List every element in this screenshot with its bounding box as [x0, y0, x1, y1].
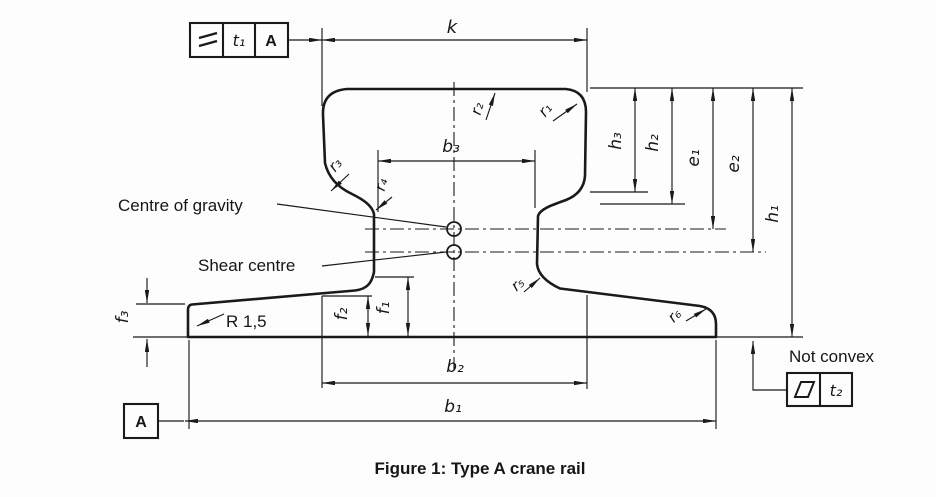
dim-label-f2: f₂: [332, 307, 352, 320]
leader-lines: [158, 37, 787, 422]
parallelism-datum-ref: A: [265, 33, 277, 50]
dim-label-e1: e₁: [684, 149, 704, 166]
dimension-lines: [144, 37, 795, 424]
parallelism-tolerance-value: t₁: [233, 31, 246, 50]
datum-label: A: [135, 414, 147, 431]
corner-radius-label: R 1,5: [226, 312, 267, 331]
dim-label-r4: r₄: [371, 176, 392, 192]
rail-profile-outline: [186, 87, 718, 339]
dim-label-k: k: [447, 17, 459, 38]
not-convex-label: Not convex: [789, 347, 875, 366]
figure-caption: Figure 1: Type A crane rail: [375, 459, 586, 478]
datum-feature-box: A: [122, 402, 160, 440]
shear-centre-marker: [446, 244, 462, 260]
dim-label-b2: b₂: [446, 357, 464, 377]
flatness-icon: [793, 381, 816, 398]
parallelism-icon: [198, 31, 218, 48]
extension-lines: [133, 28, 803, 429]
flatness-tolerance-frame: t₂: [785, 371, 854, 408]
dim-label-r6: r₆: [664, 305, 685, 326]
dimension-labels: k b₃ b₂ b₁ h₃ h₂ e₁ e₂ h₁ f₃ f₂ f₁ r₂ r₁…: [113, 17, 783, 417]
centre-of-gravity-label: Centre of gravity: [118, 196, 243, 215]
dim-label-f1: f₁: [374, 302, 394, 315]
centre-of-gravity-marker: [446, 221, 462, 237]
shear-centre-label: Shear centre: [198, 256, 295, 275]
dim-label-b1: b₁: [444, 397, 462, 417]
dim-label-e2: e₂: [724, 155, 744, 172]
dim-label-h2: h₂: [643, 134, 663, 152]
dim-label-h1: h₁: [763, 205, 783, 223]
flatness-tolerance-value: t₂: [830, 381, 843, 400]
dim-label-f3: f₃: [113, 310, 133, 323]
dim-label-r2: r₂: [467, 100, 488, 116]
parallelism-tolerance-frame: t₁ A: [188, 21, 290, 59]
dim-label-h3: h₃: [606, 132, 626, 150]
dim-label-b3: b₃: [442, 137, 460, 157]
dim-label-r1: r₁: [534, 99, 556, 120]
